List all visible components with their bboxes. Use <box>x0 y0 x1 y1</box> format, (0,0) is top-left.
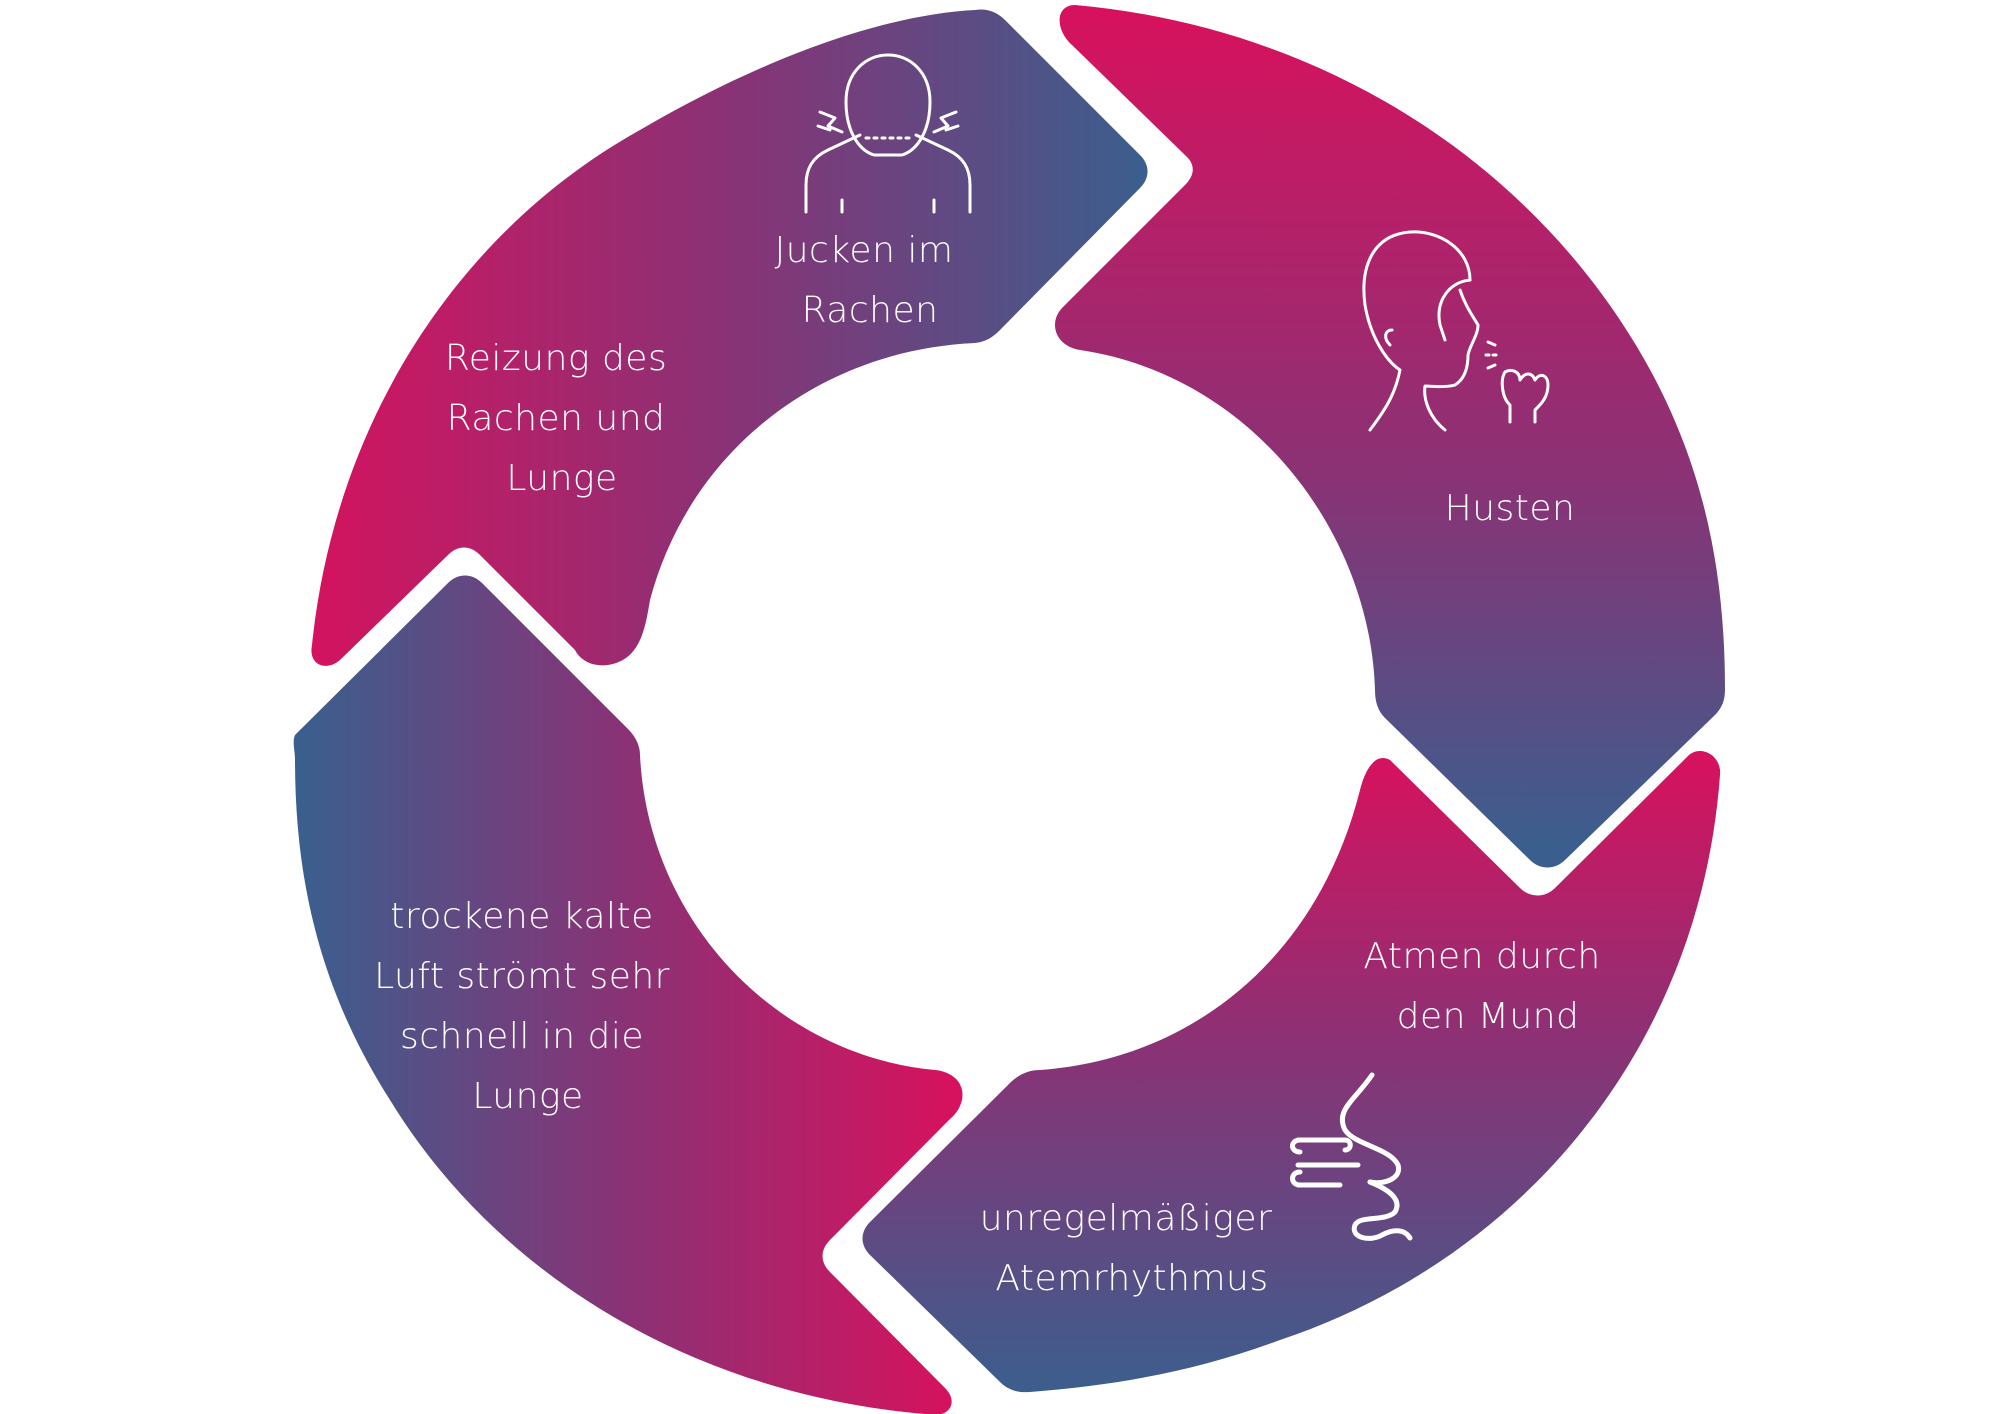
segment-top-left <box>311 9 1148 666</box>
label-reizung: Reizung des Rachen und Lunge <box>445 338 679 499</box>
segment-bottom-right <box>862 751 1721 1393</box>
label-mund: Atmen durch den Mund <box>1363 936 1612 1037</box>
label-jucken: Jucken im Rachen <box>775 230 966 331</box>
coughing-person-icon <box>1362 230 1550 432</box>
itchy-throat-icon <box>804 53 972 214</box>
label-husten: Husten <box>1445 488 1576 529</box>
segment-bottom-left <box>293 575 963 1414</box>
label-atem: unregelmäßiger Atemrhythmus <box>980 1198 1285 1299</box>
breath-airflow-icon <box>1290 1072 1413 1241</box>
segment-right <box>1055 5 1725 868</box>
label-luft: trockene kalte Luft strömt sehr schnell … <box>374 896 682 1117</box>
